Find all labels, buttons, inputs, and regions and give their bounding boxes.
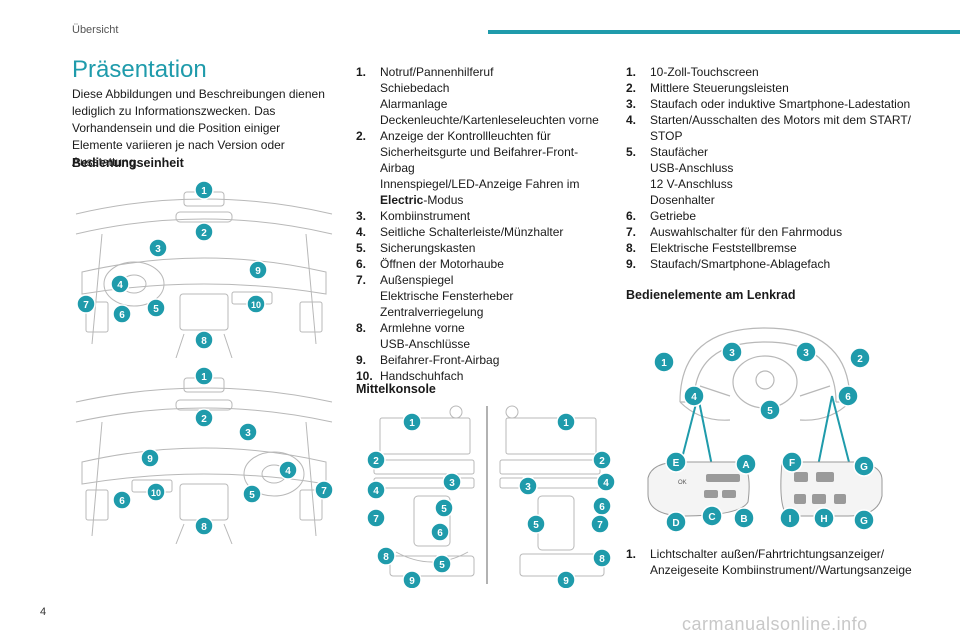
callout-9: 9: [563, 576, 569, 587]
callout-9: 9: [147, 454, 153, 465]
dashboard-lhd-figure: 1 2 3 4 5 6 7 8 9 10: [72, 174, 336, 358]
callout-2: 2: [201, 228, 207, 239]
callout-5: 5: [249, 490, 255, 501]
callout-5: 5: [153, 304, 159, 315]
subhead-lenkrad: Bedienelemente am Lenkrad: [626, 288, 796, 302]
callout-10: 10: [251, 300, 261, 310]
callout-7: 7: [373, 514, 379, 525]
watermark: carmanualsonline.info: [682, 614, 868, 634]
callout-f: F: [789, 458, 795, 469]
callout-4: 4: [117, 280, 123, 291]
list-item: 2.Mittlere Steuerungsleisten: [626, 81, 789, 95]
console-list: 1.10-Zoll-Touchscreen 2.Mittlere Steueru…: [626, 64, 916, 272]
callout-7: 7: [597, 520, 603, 531]
ok-label: OK: [678, 480, 687, 486]
callout-1: 1: [661, 358, 667, 369]
callout-d: D: [672, 518, 679, 529]
callout-a: A: [742, 460, 749, 471]
callout-i: I: [789, 514, 792, 525]
subhead-bedienungseinheit: Bedienungseinheit: [72, 156, 184, 170]
callout-3: 3: [729, 348, 735, 359]
subhead-mittelkonsole: Mittelkonsole: [356, 382, 436, 396]
list-item: 9.Beifahrer-Front-Airbag: [356, 353, 500, 367]
callout-3: 3: [449, 478, 455, 489]
callout-1: 1: [201, 372, 207, 383]
callout-9: 9: [255, 266, 261, 277]
callout-3: 3: [525, 482, 531, 493]
callout-1: 1: [201, 186, 207, 197]
callout-6: 6: [845, 392, 851, 403]
page-title: Präsentation: [72, 56, 207, 83]
callout-8: 8: [201, 522, 207, 533]
dashboard-lhd-svg: 1 2 3 4 5 6 7 8 9 10: [75, 180, 333, 358]
list-item: 10.Handschuhfach: [356, 369, 464, 383]
list-item: 6.Getriebe: [626, 209, 697, 223]
list-item: 1.10-Zoll-Touchscreen: [626, 65, 759, 79]
callout-8: 8: [201, 336, 207, 347]
callout-8: 8: [599, 554, 605, 565]
callout-6: 6: [437, 528, 443, 539]
dashboard-rhd-svg: 1 2 3 4 5 6 7 8 9 10: [75, 366, 334, 544]
callout-6: 6: [119, 310, 125, 321]
callout-b: B: [740, 514, 747, 525]
callout-10: 10: [151, 488, 161, 498]
list-item: 7.Auswahlschalter für den Fahrmodus: [626, 225, 843, 239]
list-item: 4.Seitliche Schalterleiste/Münzhalter: [356, 225, 564, 239]
list-item: 3.Kombiinstrument: [356, 209, 471, 223]
steering-wheel-figure: OK 1 2 3 3 4 5 6 E A D C B F G: [640, 312, 890, 534]
callout-2: 2: [373, 456, 379, 467]
list-item: 4. Starten/Ausschalten des Motors mit de…: [626, 113, 911, 143]
callout-4: 4: [373, 486, 379, 497]
callout-4: 4: [691, 392, 697, 403]
section-header-bar: [488, 30, 960, 34]
callout-5: 5: [441, 504, 447, 515]
callout-c: C: [708, 512, 715, 523]
callout-g: G: [860, 516, 868, 527]
callout-3: 3: [245, 428, 251, 439]
list-item: 9.Staufach/Smartphone-Ablagefach: [626, 257, 831, 271]
intro-text: Diese Abbildungen und Beschreibungen die…: [72, 87, 325, 169]
center-console-figure: 1 2 3 4 5 6 7 8 9 5 1 2 3 4 5 6 7 8 9: [356, 402, 618, 588]
callout-7: 7: [321, 486, 327, 497]
callout-2: 2: [857, 354, 863, 365]
callout-5: 5: [767, 406, 773, 417]
callout-8: 8: [383, 552, 389, 563]
list-item: 1. Lichtschalter außen/Fahrtrichtungsanz…: [626, 547, 912, 577]
list-item: 8.Elektrische Feststellbremse: [626, 241, 797, 255]
callout-5: 5: [533, 520, 539, 531]
steering-wheel-svg: OK 1 2 3 3 4 5 6 E A D C B F G: [647, 327, 883, 533]
callout-3: 3: [803, 348, 809, 359]
list-item: 5.Sicherungskasten: [356, 241, 476, 255]
callout-6: 6: [119, 496, 125, 507]
section-header-label: Übersicht: [72, 24, 119, 36]
callout-9: 9: [409, 576, 415, 587]
list-item: 6.Öffnen der Motorhaube: [356, 257, 504, 271]
callout-2: 2: [201, 414, 207, 425]
callout-4: 4: [603, 478, 609, 489]
callout-6: 6: [599, 502, 605, 513]
callout-g: G: [860, 462, 868, 473]
center-console-svg: 1 2 3 4 5 6 7 8 9 5 1 2 3 4 5 6 7 8 9: [366, 405, 616, 588]
callout-e: E: [673, 458, 680, 469]
page-number: 4: [40, 606, 47, 618]
callout-h: H: [820, 514, 827, 525]
callout-2: 2: [599, 456, 605, 467]
callout-1: 1: [563, 418, 569, 429]
callout-1: 1: [409, 418, 415, 429]
callout-3: 3: [155, 244, 161, 255]
callout-7: 7: [83, 300, 89, 311]
callout-5: 5: [439, 560, 445, 571]
steering-list: 1. Lichtschalter außen/Fahrtrichtungsanz…: [626, 546, 926, 578]
list-item: 3.Staufach oder induktive Smartphone-Lad…: [626, 97, 911, 111]
callout-4: 4: [285, 466, 291, 477]
dashboard-rhd-figure: 1 2 3 4 5 6 7 8 9 10: [72, 366, 336, 544]
